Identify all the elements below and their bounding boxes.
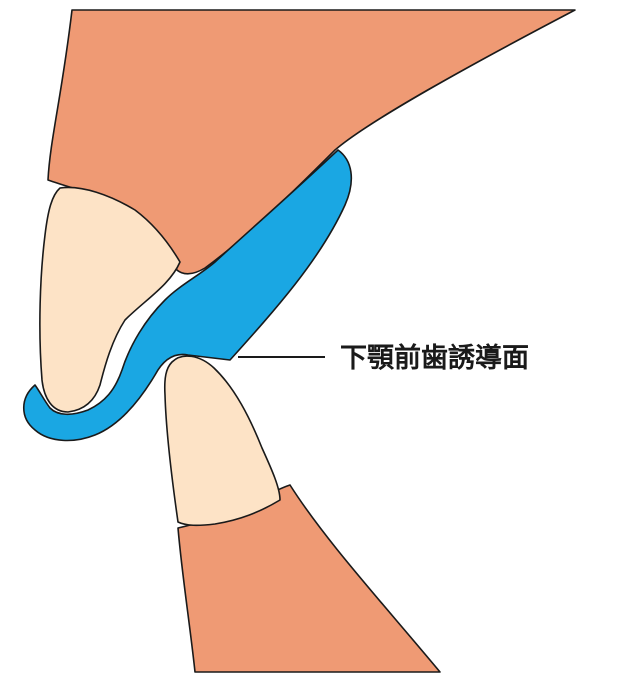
guide-surface-label: 下顎前歯誘導面 [340,342,529,374]
lower-incisor [165,356,280,525]
